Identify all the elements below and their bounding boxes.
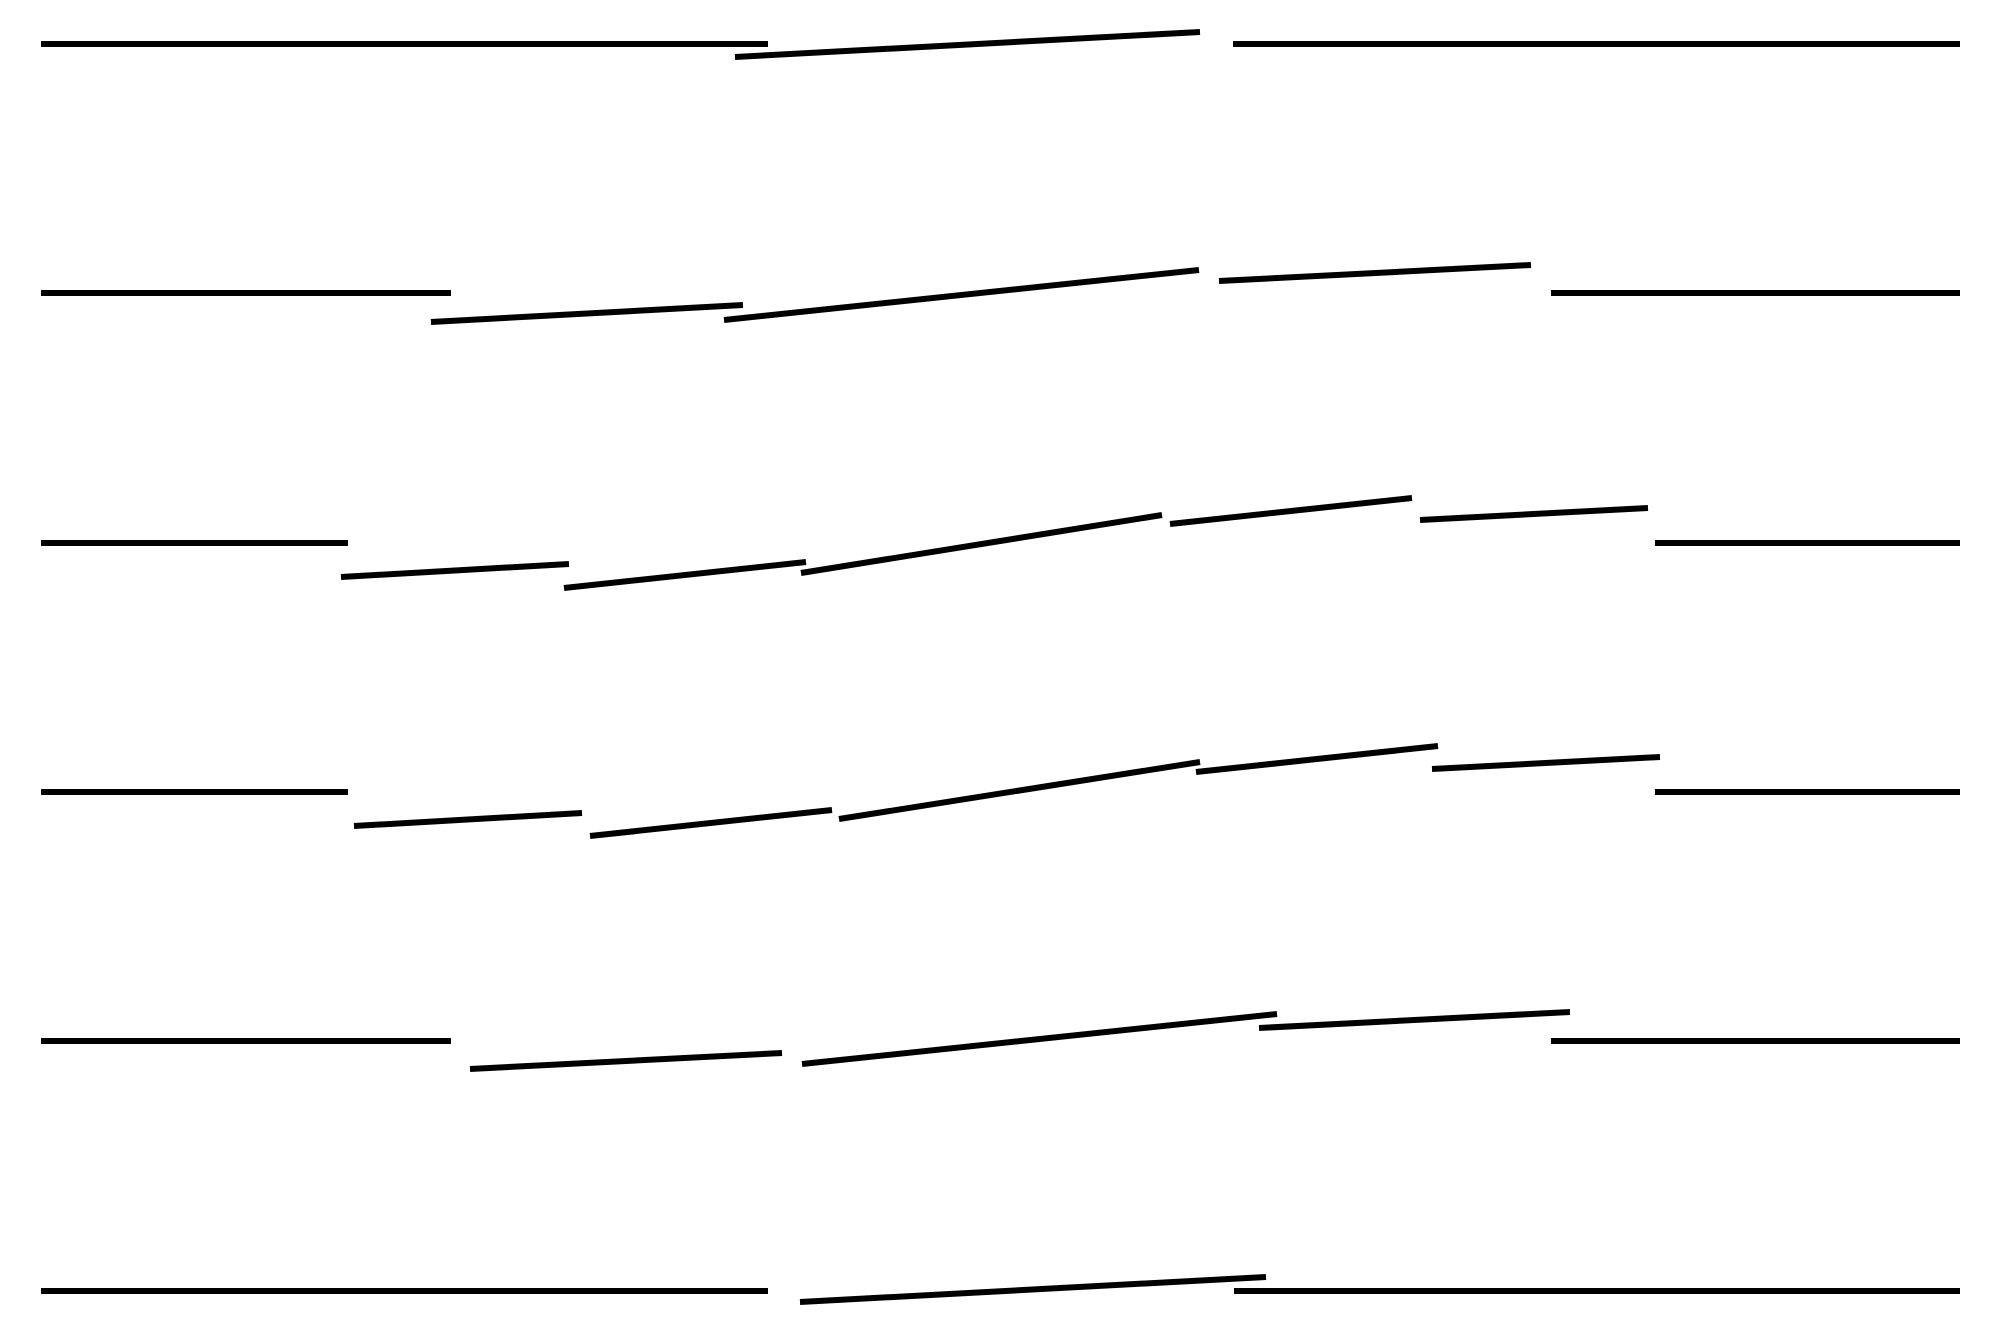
row-3-segment-3 [563, 559, 807, 591]
row-4-segment-5 [1195, 743, 1439, 775]
line-row-6 [41, 1274, 1960, 1305]
line-row-3 [41, 495, 1960, 591]
row-3-segment-2 [340, 561, 570, 580]
row-1-segment-2 [734, 29, 1201, 60]
row-2-segment-4 [1218, 262, 1532, 284]
line-row-5 [41, 1009, 1960, 1072]
row-2-segment-3 [723, 267, 1200, 323]
row-3-segment-5 [1169, 495, 1413, 527]
row-5-segment-4 [1258, 1009, 1571, 1031]
row-3-segment-4 [800, 512, 1163, 576]
line-row-1 [41, 29, 1960, 60]
row-6-segment-2 [799, 1274, 1267, 1305]
row-5-segment-3 [801, 1011, 1278, 1067]
row-4-segment-3 [589, 807, 833, 839]
line-row-4 [41, 743, 1960, 839]
line-row-2 [41, 262, 1960, 325]
row-4-segment-6 [1431, 754, 1661, 772]
row-5-segment-2 [469, 1050, 783, 1072]
row-4-segment-4 [838, 759, 1201, 822]
row-4-segment-2 [353, 810, 583, 829]
row-2-segment-2 [430, 302, 744, 325]
row-3-segment-6 [1419, 505, 1649, 523]
